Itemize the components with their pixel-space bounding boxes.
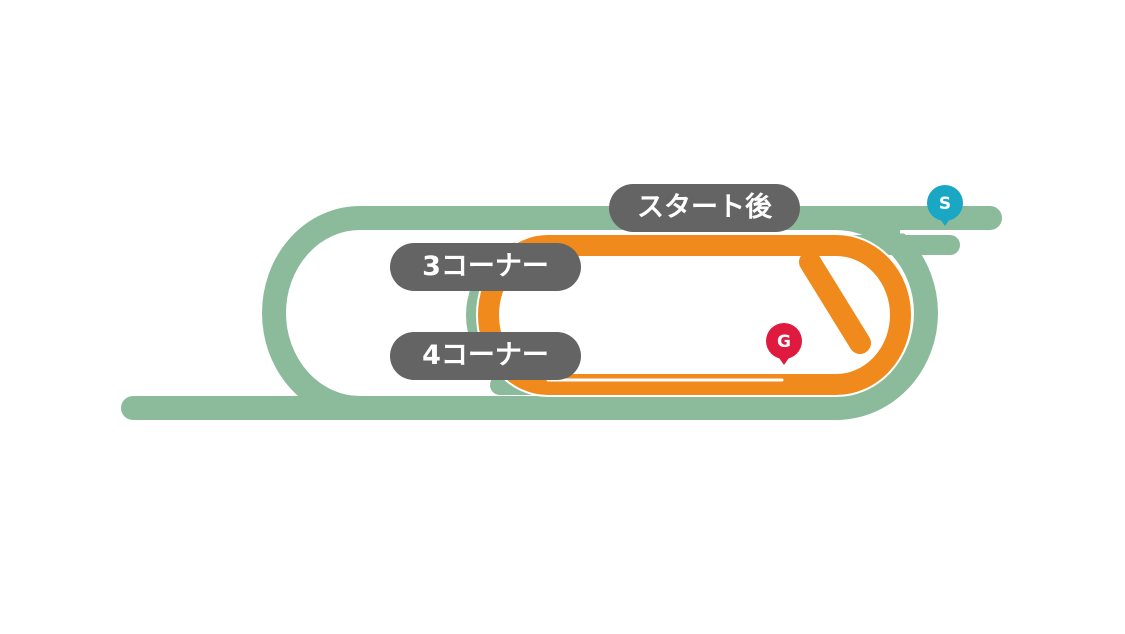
start-marker-label: S [939, 194, 951, 214]
start-after-label: スタート後 [609, 184, 800, 232]
goal-marker-label: G [777, 332, 791, 352]
corner3-label: 3コーナー [390, 243, 581, 291]
dirt-chute [799, 251, 871, 354]
start-marker: S [927, 185, 963, 226]
goal-marker: G [766, 323, 802, 365]
corner4-label: 4コーナー [390, 332, 581, 380]
